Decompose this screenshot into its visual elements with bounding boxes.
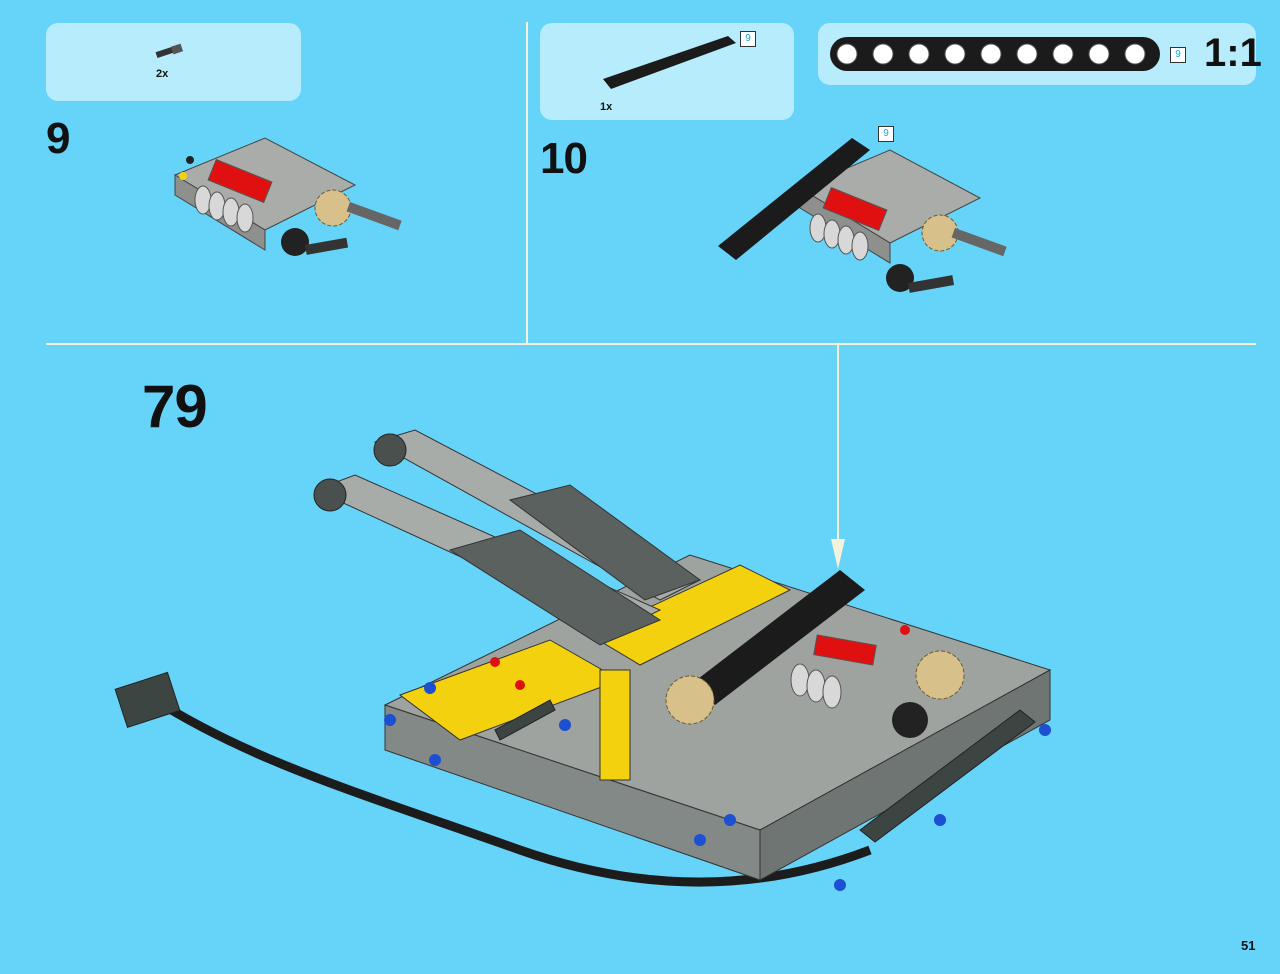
part-quantity: 1x — [600, 101, 613, 113]
scale-ruler-callout: 9 1:1 — [818, 23, 1262, 85]
page-number: 51 — [1241, 938, 1256, 953]
parts-callout-step-9: 2x — [46, 23, 301, 101]
section-divider-horizontal — [46, 343, 1256, 345]
placement-arrow — [831, 344, 845, 569]
parts-callout-step-10: 9 1x — [540, 23, 794, 120]
main-assembly-model — [114, 429, 1052, 891]
axle-connector-icon — [155, 43, 183, 58]
part-quantity: 2x — [156, 68, 169, 80]
sub-assembly-model-step-10 — [718, 138, 1007, 293]
substep-divider-vertical — [526, 22, 528, 344]
liftarm-ruler-icon — [830, 37, 1160, 71]
part-length-label: 9 — [740, 31, 756, 47]
step-number-main: 79 — [142, 373, 208, 440]
step-number-9: 9 — [46, 114, 71, 163]
assembly-length-label: 9 — [878, 126, 894, 142]
ruler-length-label: 9 — [1170, 47, 1186, 63]
scale-label: 1:1 — [1204, 31, 1262, 75]
sub-assembly-model-step-9 — [173, 137, 402, 256]
liftarm-9-icon — [603, 36, 736, 89]
step-number-10: 10 — [540, 134, 588, 183]
